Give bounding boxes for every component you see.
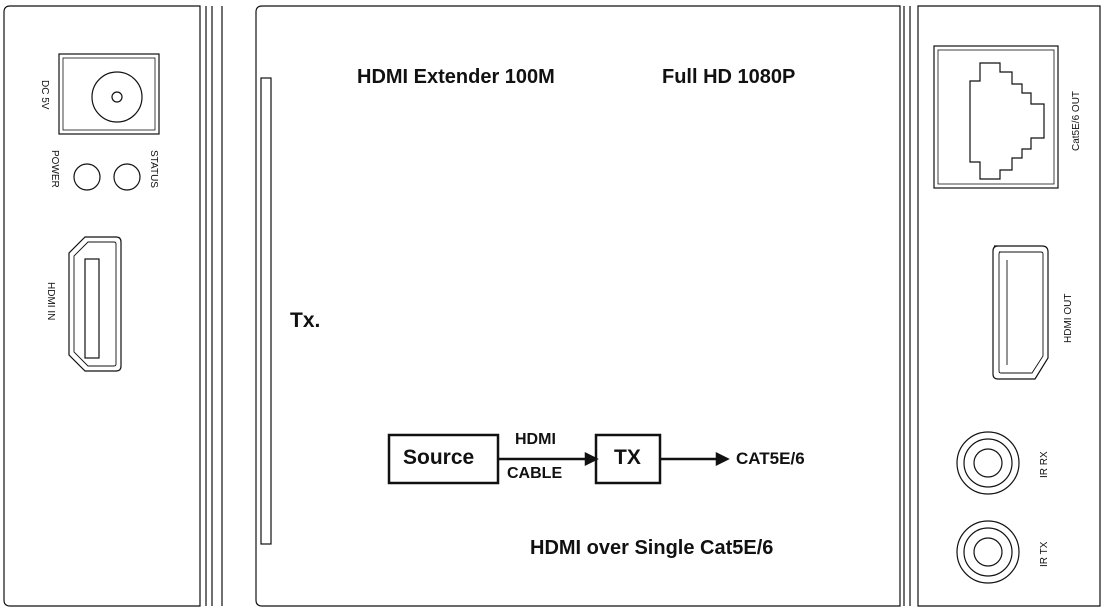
main-panel xyxy=(255,5,901,607)
cat-out-label: Cat5E/6 OUT xyxy=(1071,90,1082,151)
resolution-title: Full HD 1080P xyxy=(662,66,796,88)
source-label: Source xyxy=(403,446,475,469)
power-led-icon xyxy=(73,163,101,191)
tx-label: TX xyxy=(614,446,641,469)
output-arrow-head xyxy=(715,451,730,467)
right-end-panel xyxy=(917,5,1101,607)
cable-label-bottom: CABLE xyxy=(507,465,563,482)
tagline: HDMI over Single Cat5E/6 xyxy=(530,537,774,559)
hdmi-out-port-icon xyxy=(992,245,1049,380)
model-title: HDMI Extender 100M xyxy=(357,66,555,88)
cable-label-top: HDMI xyxy=(515,431,556,448)
unit-label: Tx. xyxy=(290,309,321,332)
cable-arrow-head xyxy=(584,451,599,467)
ir-rx-jack-icon xyxy=(956,431,1020,495)
hdmi-out-label: HDMI OUT xyxy=(1063,293,1074,343)
ir-tx-jack-icon xyxy=(956,520,1020,584)
rj45-port-icon xyxy=(933,45,1059,189)
dc-jack-icon xyxy=(58,53,160,135)
left-end-panel xyxy=(3,5,201,607)
output-label: CAT5E/6 xyxy=(736,449,805,468)
power-label: POWER xyxy=(49,150,60,188)
status-label: STATUS xyxy=(148,150,159,188)
hdmi-in-label: HDMI IN xyxy=(45,282,56,321)
ir-rx-label: IR RX xyxy=(1039,451,1050,478)
dc-label: DC 5V xyxy=(39,80,50,110)
status-led-icon xyxy=(113,163,141,191)
ir-tx-label: IR TX xyxy=(1039,541,1050,567)
side-strip xyxy=(260,77,272,545)
hdmi-in-port-icon xyxy=(68,236,122,372)
